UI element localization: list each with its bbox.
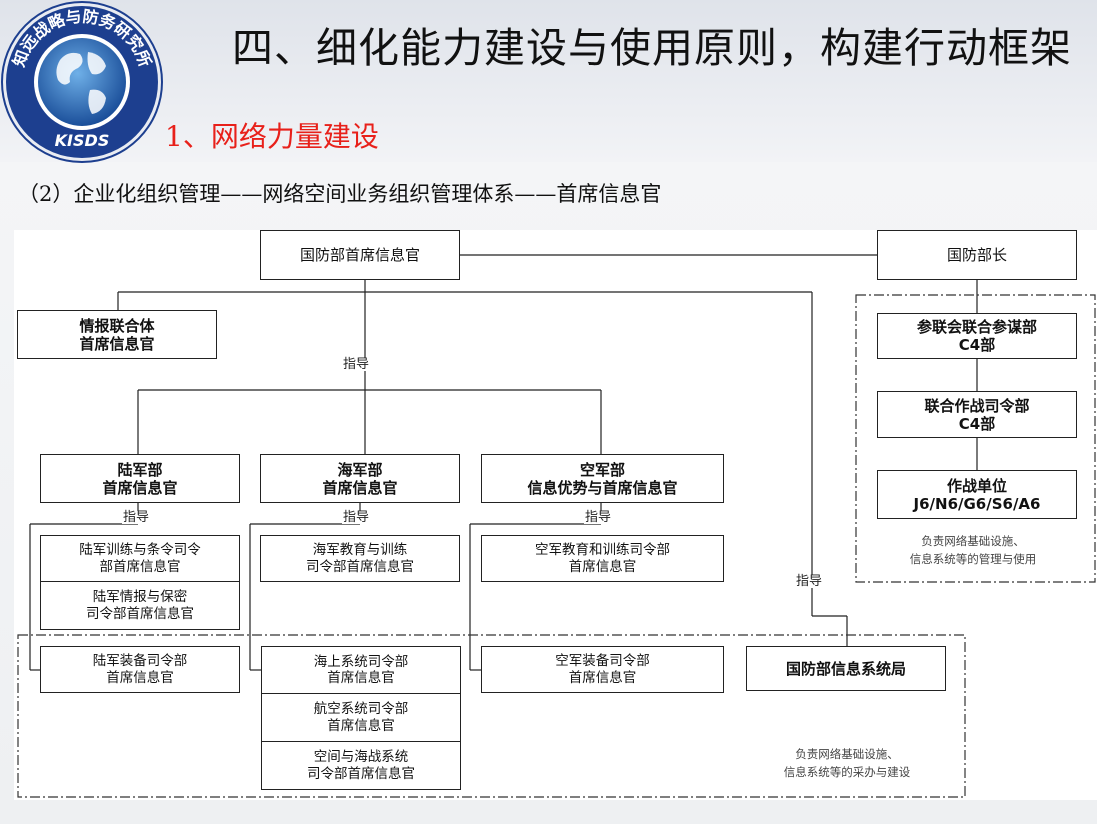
navy-cio-line2: 首席信息官: [322, 478, 398, 497]
navy-netc-cio-box: 海军教育与训练 司令部首席信息官: [260, 535, 460, 582]
navy-navair-line2: 首席信息官: [327, 717, 395, 734]
ic-cio-line1: 情报联合体: [79, 316, 155, 335]
army-inscom-line1: 陆军情报与保密: [92, 589, 188, 606]
guide-label-airforce: 指导: [584, 510, 613, 525]
section-subtitle: 1、网络力量建设: [165, 120, 379, 153]
cocom-c4-box: 联合作战司令部 C4部: [877, 391, 1077, 438]
right-note-line1: 负责网络基础设施、: [921, 534, 1025, 548]
navy-spawar-line1: 空间与海战系统: [313, 749, 409, 766]
dod-cio-box: 国防部首席信息官: [260, 230, 460, 280]
airforce-aetc-line2: 首席信息官: [568, 558, 637, 575]
airforce-afmc-line1: 空军装备司令部: [555, 653, 650, 670]
disa-label: 国防部信息系统局: [785, 659, 906, 678]
airforce-cio-line1: 空军部: [579, 460, 625, 479]
cocom-c4-line2: C4部: [958, 414, 996, 433]
army-cio-box: 陆军部 首席信息官: [40, 454, 240, 503]
disa-box: 国防部信息系统局: [746, 646, 946, 691]
airforce-afmc-line2: 首席信息官: [568, 669, 637, 686]
army-tradoc-cio-box: 陆军训练与条令司令 部首席信息官: [40, 535, 240, 582]
cocom-c4-line1: 联合作战司令部: [924, 396, 1030, 415]
army-inscom-line2: 司令部首席信息官: [86, 605, 194, 622]
navy-navsea-line2: 首席信息官: [327, 670, 395, 686]
kisds-logo: 知远战略与防务研究所 KISDS: [1, 1, 163, 163]
units-line2: J6/N6/G6/S6/A6: [913, 494, 1041, 513]
navy-spawar-line2: 司令部首席信息官: [307, 765, 415, 782]
guide-label-navy: 指导: [342, 510, 371, 525]
army-amc-line1: 陆军装备司令部: [92, 653, 188, 670]
airforce-aetc-cio-box: 空军教育和训练司令部 首席信息官: [481, 535, 724, 582]
army-amc-cio-box: 陆军装备司令部 首席信息官: [40, 646, 240, 693]
army-tradoc-line1: 陆军训练与条令司令: [79, 542, 201, 559]
js-c4-line1: 参联会联合参谋部: [916, 318, 1037, 336]
ic-cio-line2: 首席信息官: [79, 334, 155, 353]
navy-navsea-line1: 海上系统司令部: [313, 653, 409, 670]
army-inscom-cio-box: 陆军情报与保密 司令部首席信息官: [40, 581, 240, 630]
airforce-cio-box: 空军部 信息优势与首席信息官: [481, 454, 724, 503]
navy-navair-cio-box: 航空系统司令部 首席信息官: [261, 693, 461, 742]
section-description: （2）企业化组织管理——网络空间业务组织管理体系——首席信息官: [18, 182, 662, 206]
right-region-note: 负责网络基础设施、 信息系统等的管理与使用: [883, 532, 1063, 569]
army-tradoc-line2: 部首席信息官: [99, 558, 181, 575]
airforce-aetc-line1: 空军教育和训练司令部: [535, 542, 670, 559]
secdef-box: 国防部长: [877, 230, 1077, 280]
bottom-note-line2: 信息系统等的采办与建设: [783, 765, 911, 780]
secdef-label: 国防部长: [946, 246, 1007, 264]
operational-units-box: 作战单位 J6/N6/G6/S6/A6: [877, 470, 1077, 519]
navy-spawar-cio-box: 空间与海战系统 司令部首席信息官: [261, 741, 461, 790]
bottom-note-line1: 负责网络基础设施、: [795, 747, 899, 761]
js-c4-box: 参联会联合参谋部 C4部: [877, 313, 1077, 359]
units-line1: 作战单位: [946, 476, 1007, 495]
logo-abbr: KISDS: [55, 131, 110, 150]
navy-navair-line1: 航空系统司令部: [313, 701, 409, 718]
bottom-region-note: 负责网络基础设施、 信息系统等的采办与建设: [752, 745, 942, 782]
navy-netc-line1: 海军教育与训练: [312, 542, 408, 559]
right-note-line2: 信息系统等的管理与使用: [909, 552, 1037, 567]
ic-cio-box: 情报联合体 首席信息官: [17, 310, 217, 359]
navy-cio-line1: 海军部: [337, 460, 383, 479]
navy-navsea-cio-box: 海上系统司令部 首席信息官: [261, 646, 461, 694]
army-amc-line2: 首席信息官: [106, 669, 174, 686]
army-cio-line1: 陆军部: [117, 460, 163, 479]
airforce-afmc-cio-box: 空军装备司令部 首席信息官: [481, 646, 724, 693]
navy-netc-line2: 司令部首席信息官: [306, 558, 414, 575]
guide-label-army: 指导: [122, 510, 151, 525]
js-c4-line2: C4部: [958, 336, 996, 354]
guide-label-main: 指导: [342, 357, 371, 372]
dod-cio-label: 国防部首席信息官: [299, 246, 420, 264]
page-title: 四、细化能力建设与使用原则，构建行动框架: [232, 24, 1072, 72]
army-cio-line2: 首席信息官: [102, 478, 178, 497]
guide-label-disa: 指导: [795, 574, 824, 589]
navy-cio-box: 海军部 首席信息官: [260, 454, 460, 503]
header-band: [0, 0, 1097, 162]
airforce-cio-line2: 信息优势与首席信息官: [527, 478, 678, 497]
